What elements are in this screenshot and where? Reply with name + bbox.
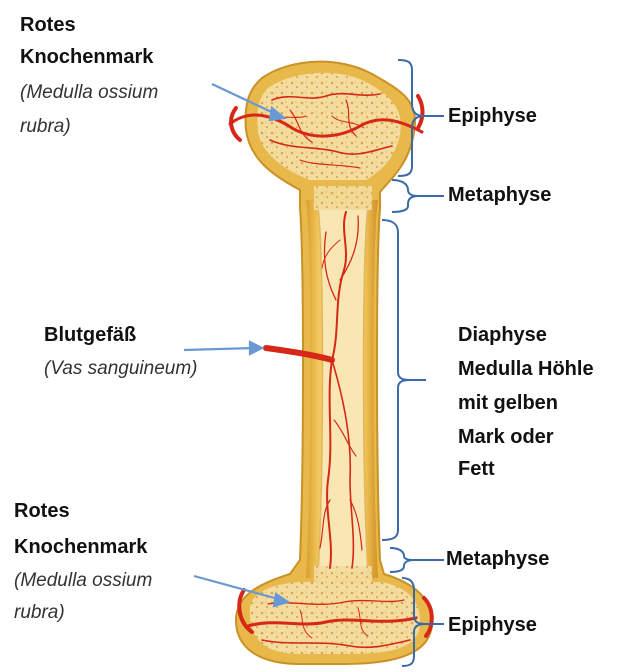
bottom-marrow-latin-2: rubra): [14, 600, 65, 625]
diaphysis-label-4: Mark oder: [458, 424, 554, 450]
diaphysis-label-1: Diaphyse: [458, 322, 547, 348]
top-marrow-latin-1: (Medulla ossium: [20, 80, 158, 105]
top-marrow-title-1: Rotes: [20, 12, 76, 38]
epiphysis-bottom-label: Epiphyse: [448, 612, 537, 638]
epiphysis-top-label: Epiphyse: [448, 103, 537, 129]
bottom-marrow-title-2: Knochenmark: [14, 534, 147, 560]
metaphysis-top-label: Metaphyse: [448, 182, 551, 208]
vessel-title: Blutgefäß: [44, 322, 136, 348]
diaphysis-label-3: mit gelben: [458, 390, 558, 416]
bottom-metaphysis-texture: [314, 566, 372, 584]
top-left-vessel-stub: [231, 108, 240, 140]
diaphysis-label-5: Fett: [458, 456, 495, 482]
top-marrow-latin-2: rubra): [20, 114, 71, 139]
diaphysis-label-2: Medulla Höhle: [458, 356, 594, 382]
top-right-vessel-stub: [418, 96, 423, 128]
top-marrow-title-2: Knochenmark: [20, 44, 153, 70]
bottom-marrow-title-1: Rotes: [14, 498, 70, 524]
metaphysis-bottom-label: Metaphyse: [446, 546, 549, 572]
bottom-marrow-latin-1: (Medulla ossium: [14, 568, 152, 593]
top-metaphysis-texture: [314, 186, 372, 210]
vessel-latin: (Vas sanguineum): [44, 356, 197, 381]
